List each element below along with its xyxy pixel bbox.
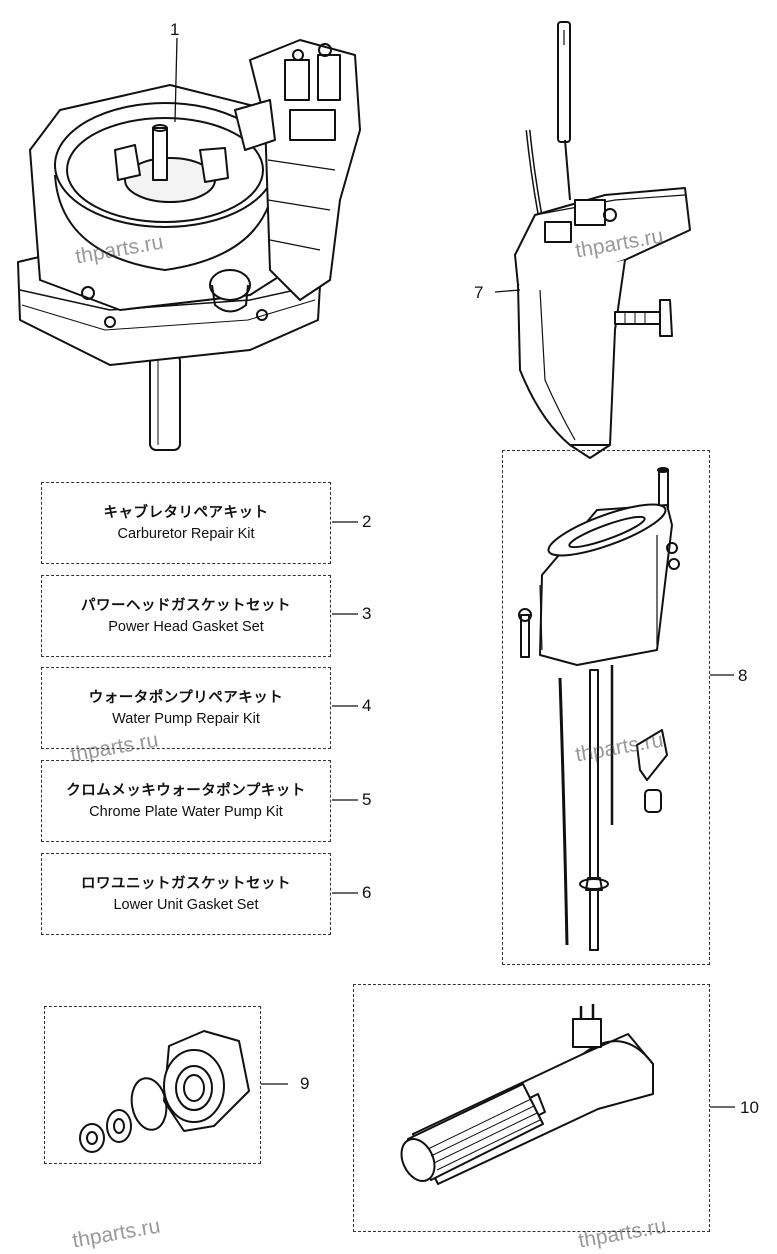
kit-power-head-gasket: パワーヘッドガスケットセット Power Head Gasket Set	[41, 575, 331, 657]
extension-kit-illustration	[518, 467, 734, 951]
callout-8: 8	[738, 666, 748, 685]
kit-carburetor-repair: キャブレタリペアキット Carburetor Repair Kit	[41, 482, 331, 564]
prop-shaft-housing-illustration	[79, 1030, 288, 1153]
prop-shaft-housing-frame	[44, 1006, 261, 1164]
kit-label-en: Chrome Plate Water Pump Kit	[89, 804, 283, 820]
kit-water-pump-repair: ウォータポンプリペアキット Water Pump Repair Kit	[41, 667, 331, 749]
kit-chrome-plate-water-pump: クロムメッキウォータポンプキット Chrome Plate Water Pump…	[41, 760, 331, 842]
callout-4: 4	[362, 696, 372, 715]
kit-label-jp: パワーヘッドガスケットセット	[81, 598, 291, 614]
kit-label-en: Carburetor Repair Kit	[117, 526, 255, 542]
callout-6: 6	[362, 883, 372, 902]
kit-label-jp: キャブレタリペアキット	[103, 505, 269, 521]
callout-7: 7	[474, 283, 484, 302]
kit-lower-unit-gasket: ロワユニットガスケットセット Lower Unit Gasket Set	[41, 853, 331, 935]
kit-label-jp: ウォータポンプリペアキット	[88, 690, 284, 706]
kit-label-en: Water Pump Repair Kit	[112, 711, 260, 727]
callout-2: 2	[362, 512, 372, 531]
kit-label-jp: ロワユニットガスケットセット	[81, 876, 291, 892]
callout-5: 5	[362, 790, 372, 809]
callout-9: 9	[300, 1074, 310, 1093]
callout-3: 3	[362, 604, 372, 623]
kit-label-en: Lower Unit Gasket Set	[113, 897, 259, 913]
power-head-illustration	[17, 37, 361, 451]
callout-10: 10	[740, 1098, 759, 1117]
kit-label-jp: クロムメッキウォータポンプキット	[66, 783, 306, 799]
callout-1: 1	[170, 20, 180, 39]
drive-shaft-housing-illustration	[400, 1004, 735, 1185]
lower-unit-illustration	[494, 21, 691, 459]
extension-kit-frame	[502, 450, 710, 965]
kit-label-en: Power Head Gasket Set	[108, 619, 264, 635]
drive-shaft-housing-frame	[353, 984, 710, 1232]
